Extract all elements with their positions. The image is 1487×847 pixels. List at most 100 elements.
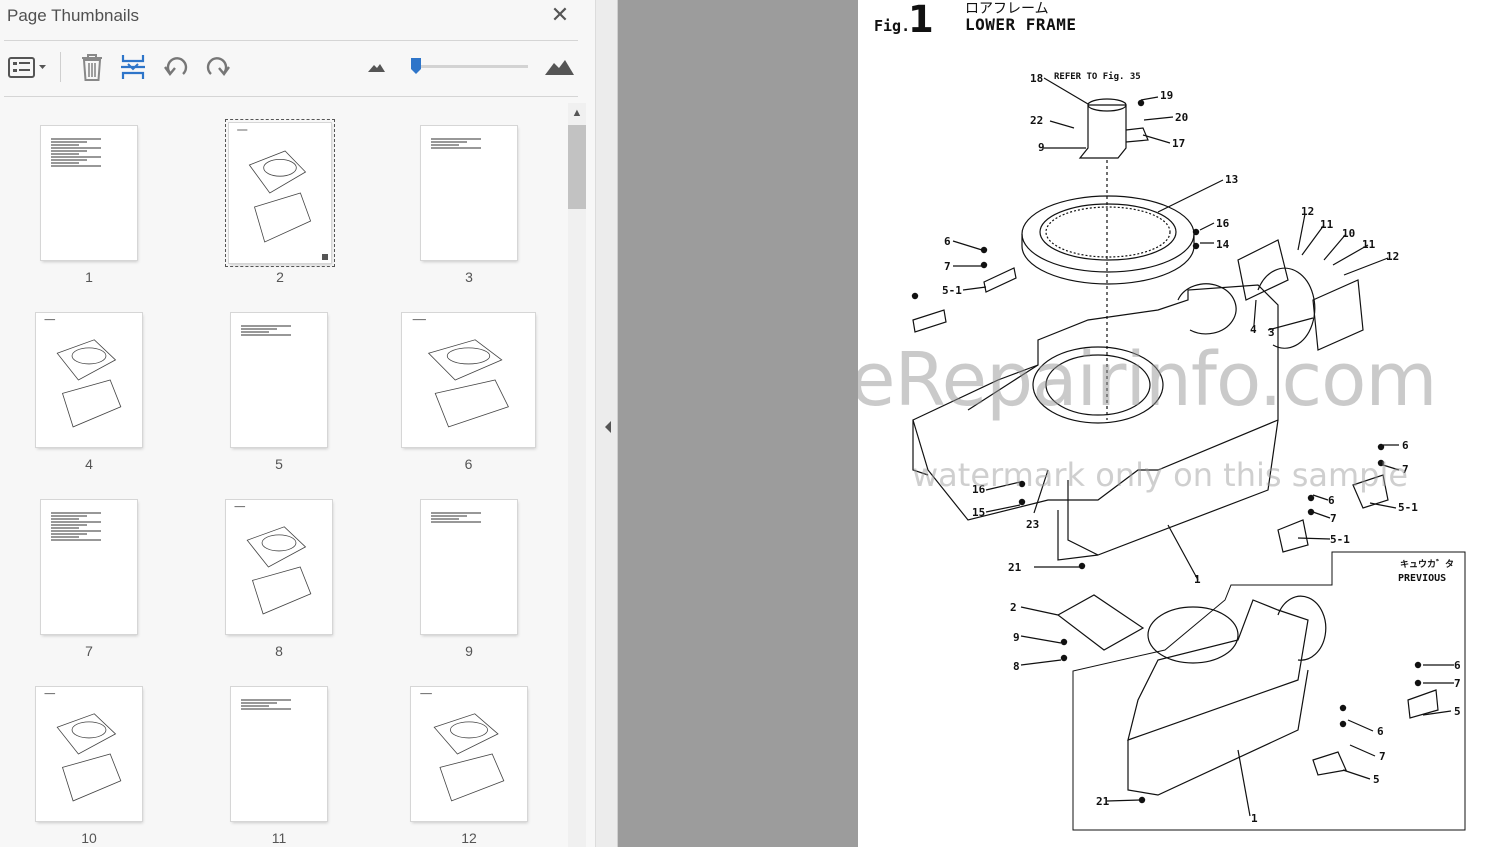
callout-number: 13 bbox=[1225, 173, 1238, 186]
callout-number: 10 bbox=[1342, 227, 1355, 240]
slider-thumb[interactable] bbox=[410, 57, 422, 75]
zoom-out-thumbnails-button[interactable] bbox=[362, 50, 390, 84]
page-number-label: 6 bbox=[464, 456, 473, 472]
thumbnail-image bbox=[411, 687, 527, 821]
thumbnail-shape bbox=[251, 566, 312, 615]
callout-number: 5 bbox=[1373, 773, 1380, 786]
callout-number: 5-1 bbox=[1398, 501, 1418, 514]
callout-number: 21 bbox=[1008, 561, 1022, 574]
rotate-counterclockwise-icon bbox=[164, 57, 188, 76]
callout-number: 6 bbox=[1454, 659, 1461, 672]
thumbnail-shape bbox=[439, 753, 505, 802]
page-number-label: 8 bbox=[275, 643, 283, 659]
collapse-panel-icon[interactable] bbox=[603, 419, 613, 435]
callout-number: 1 bbox=[1251, 812, 1258, 825]
page-thumbnails-panel: Page Thumbnails ✕ bbox=[0, 0, 596, 847]
thumbnail-text-line bbox=[51, 518, 79, 520]
callout-number: 7 bbox=[944, 260, 951, 273]
callout-number: 7 bbox=[1454, 677, 1461, 690]
thumbnail-text-line bbox=[51, 153, 79, 155]
callout-number: 5-1 bbox=[1330, 533, 1350, 546]
page-number-label: 2 bbox=[276, 269, 284, 285]
thumbnail-text-line bbox=[431, 144, 459, 146]
slider-thumb-icon bbox=[411, 58, 421, 74]
rotate-clockwise-button[interactable] bbox=[202, 50, 234, 84]
callout-number: 7 bbox=[1379, 750, 1386, 763]
thumbnail-shape bbox=[254, 192, 312, 243]
callout-number: 5 bbox=[1454, 705, 1461, 718]
thumbnail-text-line bbox=[431, 512, 481, 514]
thumbnail-text-line bbox=[51, 159, 87, 161]
callout-number: 4 bbox=[1250, 323, 1257, 336]
callout-number: 6 bbox=[1377, 725, 1384, 738]
close-panel-button[interactable]: ✕ bbox=[550, 2, 570, 27]
thumbnail-image bbox=[41, 500, 137, 634]
callout-number: 7 bbox=[1402, 463, 1409, 476]
insert-pages-icon bbox=[121, 55, 145, 79]
lower-frame-drawing: REFER TO Fig. 35 bbox=[911, 71, 1466, 831]
callout-number: 21 bbox=[1096, 795, 1110, 808]
panel-splitter[interactable] bbox=[596, 0, 618, 847]
insert-pages-button[interactable] bbox=[117, 50, 149, 84]
callout-number: 6 bbox=[944, 235, 951, 248]
watermark-main: eRepairinfo.com bbox=[858, 337, 1438, 423]
thumbnail-shape bbox=[427, 339, 503, 381]
callout-number: 23 bbox=[1026, 518, 1039, 531]
delete-pages-button[interactable] bbox=[76, 50, 108, 84]
thumbnail-options-button[interactable] bbox=[4, 50, 50, 84]
scroll-thumb[interactable] bbox=[568, 125, 586, 209]
toolbar-separator bbox=[60, 52, 61, 82]
document-background bbox=[618, 0, 858, 847]
thumbnail-text-line bbox=[431, 518, 459, 520]
refer-note: REFER TO Fig. 35 bbox=[1054, 71, 1141, 82]
callout-number: 16 bbox=[1216, 217, 1230, 230]
thumbnail-text-line bbox=[241, 325, 291, 327]
thumbnail-image bbox=[225, 119, 335, 267]
thumbnail-shape bbox=[71, 721, 107, 739]
callout-number: 12 bbox=[1301, 205, 1314, 218]
thumbnail-size-slider[interactable] bbox=[412, 65, 528, 68]
rotate-counterclockwise-button[interactable] bbox=[160, 50, 192, 84]
figure-label: Fig. bbox=[874, 17, 911, 35]
thumbnail-text-line bbox=[431, 521, 481, 523]
callout-number: 9 bbox=[1013, 631, 1020, 644]
zoom-in-thumbnails-button[interactable] bbox=[540, 50, 578, 84]
thumbnail-text-line bbox=[51, 141, 87, 143]
thumbnail-text-line bbox=[51, 150, 87, 152]
thumbnail-text-line bbox=[51, 527, 79, 529]
thumbnail-text-line bbox=[51, 138, 101, 140]
callout-number: 9 bbox=[1038, 141, 1045, 154]
thumbnail-drawing bbox=[44, 319, 122, 428]
thumbnail-text-line bbox=[51, 515, 87, 517]
rotate-clockwise-icon bbox=[206, 57, 230, 76]
thumbnail-text-line bbox=[431, 138, 481, 140]
scroll-up-arrow[interactable]: ▲ bbox=[571, 107, 583, 119]
thumbnail-shape bbox=[261, 534, 297, 552]
watermark-sub: watermark only on this sample bbox=[912, 456, 1409, 494]
page-number-label: 4 bbox=[85, 456, 93, 472]
callout-number: 19 bbox=[1160, 89, 1173, 102]
callout-number: 6 bbox=[1328, 494, 1335, 507]
callout-number: 8 bbox=[1013, 660, 1020, 673]
callout-number: 20 bbox=[1175, 111, 1188, 124]
thumbnail-text-line bbox=[241, 334, 291, 336]
callout-number: 5-1 bbox=[942, 284, 962, 297]
thumbnail-scrollbar[interactable]: ▲ bbox=[568, 103, 586, 847]
figure-title-japanese: ロアフレーム bbox=[965, 1, 1049, 17]
callout-number: 18 bbox=[1030, 72, 1043, 85]
callout-number: 17 bbox=[1172, 137, 1185, 150]
figure-title: LOWER FRAME bbox=[965, 15, 1077, 34]
thumbnail-drawing bbox=[237, 129, 312, 243]
thumbnail-shape bbox=[61, 753, 122, 802]
thumbnail-image bbox=[231, 313, 327, 447]
thumbnail-image bbox=[421, 500, 517, 634]
thumbnail-drawing bbox=[420, 693, 505, 802]
thumbnail-image bbox=[41, 126, 137, 260]
thumbnail-text-line bbox=[51, 521, 101, 523]
thumbnail-image bbox=[226, 500, 332, 634]
thumbnail-text-line bbox=[241, 331, 269, 333]
page-number-label: 9 bbox=[465, 643, 473, 659]
thumbnail-text-line bbox=[51, 524, 87, 526]
thumbnail-text-line bbox=[431, 141, 467, 143]
